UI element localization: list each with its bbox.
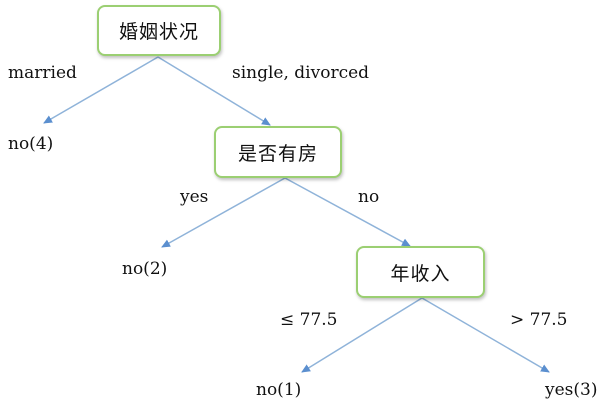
edge-label-yes: yes xyxy=(180,187,209,207)
edge-house-to-income xyxy=(284,177,411,247)
edge-label-married: married xyxy=(8,63,77,83)
node-marital-status: 婚姻状况 xyxy=(97,5,221,56)
edge-root-to-no4 xyxy=(43,56,159,124)
edge-label-single-divorced: single, divorced xyxy=(232,63,370,83)
leaf-no-4: no(4) xyxy=(8,134,54,154)
edge-label-no: no xyxy=(358,187,380,207)
edge-label-le-77-5: ≤ 77.5 xyxy=(280,310,338,330)
edge-income-to-yes3 xyxy=(421,297,550,373)
leaf-no-1: no(1) xyxy=(256,380,302,400)
edge-label-gt-77-5: > 77.5 xyxy=(510,310,568,330)
edge-house-to-no2 xyxy=(161,177,286,248)
edge-income-to-no1 xyxy=(301,297,423,373)
node-annual-income: 年收入 xyxy=(356,246,485,298)
leaf-yes-3: yes(3) xyxy=(545,380,598,400)
edge-root-to-house xyxy=(157,56,271,126)
leaf-no-2: no(2) xyxy=(122,259,168,279)
node-has-house: 是否有房 xyxy=(214,126,342,178)
